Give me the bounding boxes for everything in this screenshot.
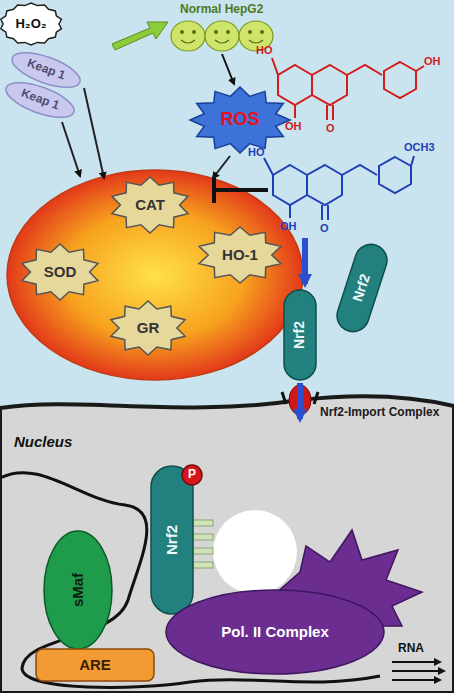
node-text: Nrf2 (164, 525, 181, 555)
rna-arrows (392, 662, 444, 680)
nucleus-envelope (0, 396, 454, 693)
polymerase-complex: Pol. II Complex (165, 589, 385, 675)
node-text: Nucleus (14, 434, 72, 451)
nrf2-protein: Nrf2 (332, 239, 393, 337)
import-arrow (297, 383, 303, 419)
chem-group: O (320, 222, 329, 234)
node-text: Pol. II Complex (221, 624, 329, 641)
enzyme-burst: HO-1 (197, 227, 283, 283)
node-text: H₂O₂ (15, 17, 46, 31)
response-element: ARE (35, 648, 155, 682)
node-text: P (188, 468, 196, 481)
enzyme-burst: SOD (20, 244, 100, 300)
keap-arrow (62, 122, 80, 176)
molecule-blue (264, 156, 414, 220)
node-text: HO-1 (222, 247, 258, 264)
keap-arrow (84, 88, 104, 178)
activation-arrow (302, 238, 308, 284)
node-text: Nrf2 (292, 321, 307, 349)
nrf2-protein: Nrf2 (150, 465, 194, 615)
chem-group: O (326, 122, 335, 134)
node-text: GR (137, 320, 160, 337)
nucleus-region: NucleusNrf2 PsMafPol. II ComplexARE (0, 420, 454, 693)
node-text: SOD (44, 264, 77, 281)
enzyme-burst: CAT (110, 177, 190, 233)
green-arrow (112, 22, 168, 50)
chem-group: OCH3 (404, 141, 435, 153)
molecule-red (272, 58, 424, 120)
node-text: sMaf (70, 573, 87, 607)
coactivator-circle (213, 510, 297, 594)
rna-label: RNA (398, 642, 424, 655)
phospho-circle: P (181, 464, 203, 486)
cell-label: Normal HepG2 (180, 3, 263, 16)
node-text: ARE (79, 657, 111, 674)
node-text: CAT (135, 197, 165, 214)
smaf-protein: sMaf (43, 530, 113, 650)
antioxidant-cell (7, 170, 303, 380)
complex-label: Nrf2-Import Complex (320, 406, 439, 419)
chem-group: OH (285, 120, 302, 132)
inhibition-bar (214, 177, 268, 203)
node-text: ROS (220, 110, 259, 130)
nrf2-protein: Nrf2 (283, 289, 317, 381)
chem-group: HO (256, 44, 273, 56)
chem-group: HO (248, 146, 265, 158)
ros-arrow (213, 156, 230, 178)
chem-group: OH (280, 220, 297, 232)
enzyme-burst: GR (109, 301, 187, 355)
cells-ros-arrow (222, 54, 234, 84)
binding-bars (193, 520, 213, 568)
ros-burst: ROS (190, 87, 290, 153)
chem-group: OH (424, 55, 441, 67)
stressor-badge: H₂O₂ (0, 3, 62, 45)
